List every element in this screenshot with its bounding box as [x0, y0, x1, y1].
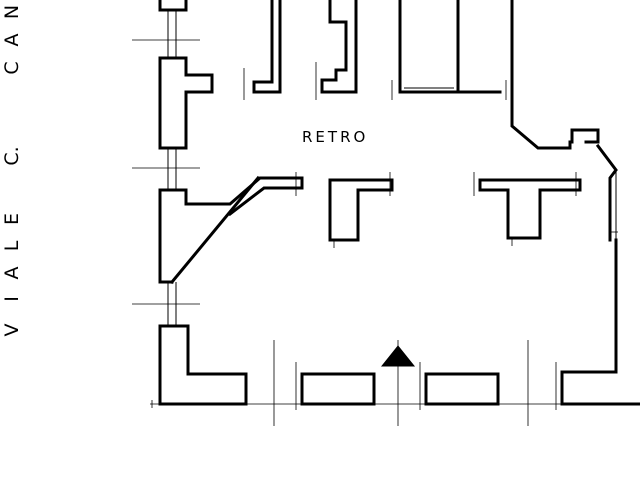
street-letter: N — [1, 5, 23, 19]
street-letter: I — [1, 296, 23, 302]
street-letter: L — [1, 240, 23, 251]
street-letter: A — [1, 267, 23, 280]
right-walls — [560, 128, 640, 406]
room-label: RETRO — [302, 128, 368, 146]
street-letter: C — [1, 61, 23, 74]
left-windows — [132, 10, 200, 326]
street-letter: V — [1, 324, 23, 337]
top-partitions — [252, 0, 572, 150]
bottom-facade — [300, 345, 500, 406]
street-letter: E — [1, 213, 23, 225]
central-pillars — [328, 178, 582, 242]
street-label: V I A L E C. C A N — [1, 5, 23, 337]
street-letter: A — [1, 34, 23, 47]
street-letter: C. — [1, 146, 23, 165]
dimension-lines — [150, 62, 640, 426]
